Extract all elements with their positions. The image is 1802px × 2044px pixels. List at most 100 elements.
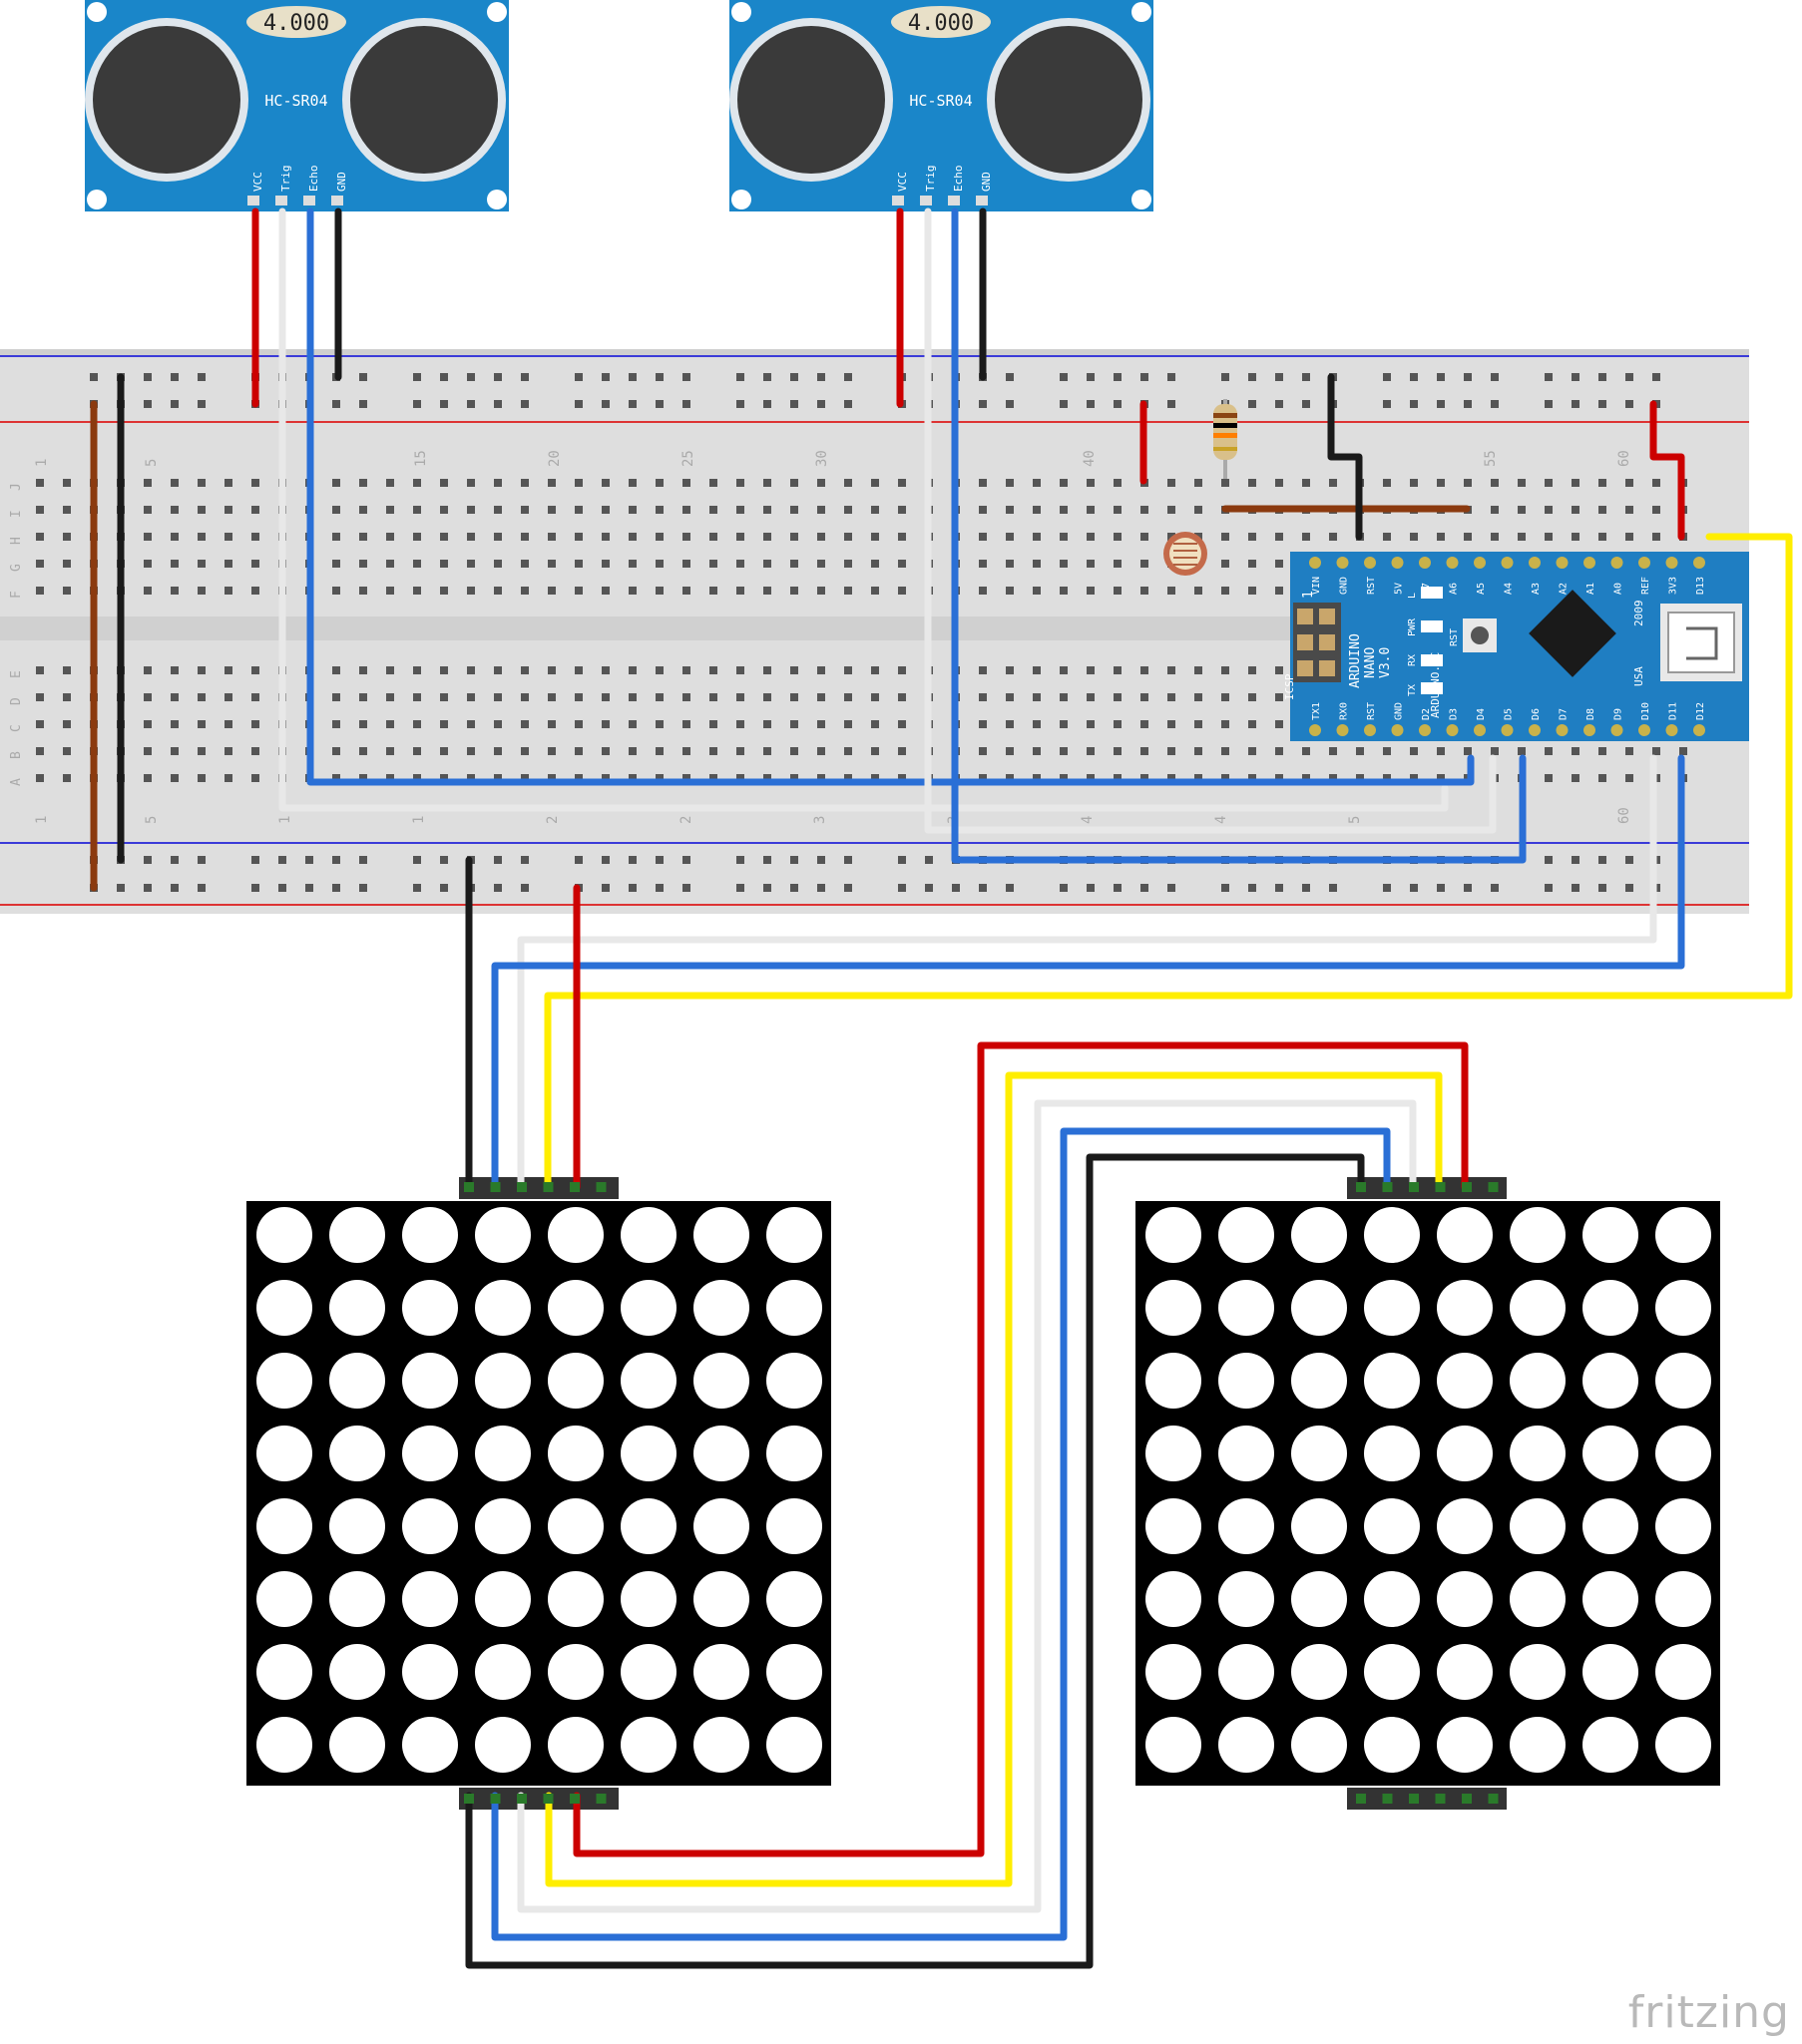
matrix-led — [1655, 1717, 1711, 1773]
breadboard-hole — [709, 587, 717, 595]
breadboard-hole — [1087, 720, 1095, 728]
breadboard-hole — [225, 479, 232, 487]
rail-hole — [1491, 884, 1499, 892]
breadboard-hole — [1114, 693, 1122, 701]
breadboard-hole — [871, 720, 879, 728]
matrix-led — [1437, 1498, 1493, 1554]
breadboard-hole — [386, 666, 394, 674]
breadboard-hole — [359, 533, 367, 541]
breadboard-hole — [656, 693, 664, 701]
fritzing-watermark: fritzing — [1627, 1987, 1790, 2038]
breadboard-hole — [1410, 747, 1418, 755]
breadboard-hole — [602, 747, 610, 755]
breadboard-hole — [575, 506, 583, 514]
breadboard-hole — [1572, 774, 1579, 782]
rail-hole — [90, 373, 98, 381]
breadboard-hole — [332, 747, 340, 755]
breadboard-hole — [521, 479, 529, 487]
matrix-header-pin — [1356, 1182, 1366, 1192]
rail-hole — [1087, 400, 1095, 408]
rail-hole — [1221, 884, 1229, 892]
breadboard-hole — [36, 587, 44, 595]
wire-white-d10 — [517, 754, 1657, 1191]
breadboard-hole — [467, 774, 475, 782]
arduino-bottom-pin-label: D9 — [1613, 708, 1624, 720]
breadboard-hole — [440, 560, 448, 568]
arduino-bottom-pin-label: TX1 — [1311, 702, 1322, 720]
matrix-led — [693, 1426, 749, 1481]
breadboard-hole — [1033, 774, 1041, 782]
arduino-bottom-pin — [1336, 724, 1349, 736]
led-label-l: L — [1407, 593, 1418, 599]
rail-hole — [952, 884, 960, 892]
wire-black-chain — [465, 1153, 1365, 1969]
rail-hole — [359, 373, 367, 381]
wire-s1-echo — [306, 207, 1475, 786]
row-letter-f: F — [9, 591, 24, 599]
breadboard-hole — [575, 666, 583, 674]
breadboard-hole — [629, 533, 637, 541]
breadboard-hole — [36, 479, 44, 487]
breadboard-hole — [844, 560, 852, 568]
breadboard-hole — [1491, 533, 1499, 541]
breadboard-hole — [682, 693, 690, 701]
breadboard-hole — [1140, 587, 1148, 595]
breadboard-hole — [1194, 506, 1202, 514]
icsp-pin1-label: 1 — [1301, 591, 1316, 599]
breadboard-hole — [871, 693, 879, 701]
breadboard-hole — [1140, 720, 1148, 728]
arduino-nano: VINTX1GNDRX0RSTRST5VGNDA7D2A6D3A5D4A4D5A… — [1283, 552, 1749, 741]
breadboard-hole — [817, 587, 825, 595]
breadboard-hole — [736, 587, 744, 595]
breadboard-hole — [844, 666, 852, 674]
breadboard-hole — [467, 533, 475, 541]
breadboard-hole — [979, 747, 987, 755]
matrix-led — [256, 1280, 312, 1336]
rail-hole — [844, 400, 852, 408]
wire-s1-trig — [278, 207, 1449, 812]
rail-hole — [629, 856, 637, 864]
breadboard-hole — [1248, 774, 1256, 782]
rail-hole — [521, 373, 529, 381]
breadboard-hole — [251, 693, 259, 701]
breadboard-hole — [898, 533, 906, 541]
matrix-led — [1655, 1280, 1711, 1336]
breadboard-hole — [494, 587, 502, 595]
arduino-bottom-pin — [1309, 724, 1321, 736]
matrix-led — [256, 1571, 312, 1627]
matrix-header-pin — [517, 1794, 527, 1804]
rail-hole — [1545, 400, 1553, 408]
breadboard-hole — [413, 666, 421, 674]
icsp-label: ICSP — [1283, 673, 1296, 700]
rail-hole — [1625, 400, 1633, 408]
rail-hole — [1383, 400, 1391, 408]
breadboard-hole — [1194, 587, 1202, 595]
rail-hole — [656, 373, 664, 381]
rail-hole — [1572, 373, 1579, 381]
breadboard-hole — [656, 506, 664, 514]
breadboard-hole — [1275, 587, 1283, 595]
breadboard-hole — [1060, 560, 1068, 568]
row-letter-j: J — [9, 483, 24, 491]
rail-hole — [602, 400, 610, 408]
breadboard-hole — [1275, 774, 1283, 782]
matrix-led — [1510, 1717, 1566, 1773]
breadboard-hole — [386, 533, 394, 541]
matrix-led — [1510, 1207, 1566, 1263]
breadboard-hole — [1006, 587, 1014, 595]
matrix-led — [548, 1426, 604, 1481]
matrix-led — [1510, 1571, 1566, 1627]
matrix-led — [693, 1353, 749, 1409]
breadboard-hole — [1006, 506, 1014, 514]
wires — [90, 207, 1793, 1969]
breadboard-hole — [521, 560, 529, 568]
arduino-top-pin — [1529, 557, 1541, 569]
breadboard-hole — [1087, 479, 1095, 487]
matrix-led — [1364, 1426, 1420, 1481]
matrix-led — [693, 1280, 749, 1336]
rail-hole — [1625, 373, 1633, 381]
breadboard-hole — [1329, 774, 1337, 782]
matrix-led — [621, 1207, 676, 1263]
breadboard-hole — [979, 533, 987, 541]
matrix-led — [402, 1644, 458, 1700]
